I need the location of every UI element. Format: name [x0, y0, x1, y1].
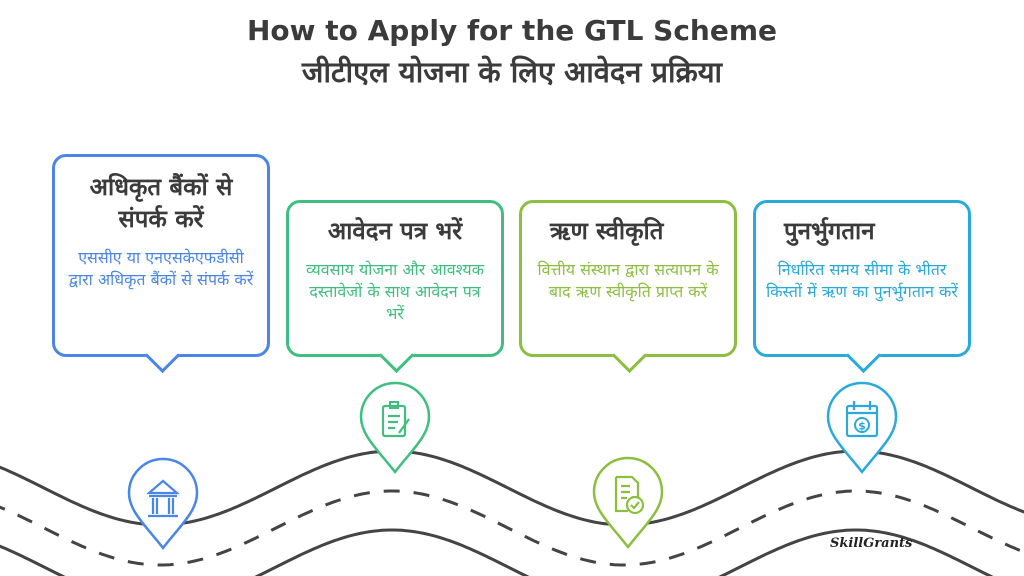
- location-pin: [127, 457, 199, 551]
- step-body: निर्धारित समय सीमा के भीतर किस्तों में ऋ…: [766, 260, 958, 301]
- title-hindi: जीटीएल योजना के लिए आवेदन प्रक्रिया: [301, 55, 723, 89]
- step-title: पुनर्भुगतान: [784, 217, 875, 245]
- step-body: वित्तीय संस्थान द्वारा सत्यापन के बाद ऋण…: [537, 260, 719, 301]
- step-body: व्यवसाय योजना और आवश्यक दस्तावेजों के सा…: [306, 260, 484, 323]
- location-pin: $: [826, 381, 898, 475]
- road-edge-bottom: [0, 528, 994, 576]
- brand-logo: SkillGrants: [830, 536, 913, 551]
- step-body: एससीए या एनएसकेएफडीसी द्वारा अधिकृत बैंक…: [68, 248, 254, 289]
- bank-icon: [146, 479, 180, 518]
- clipboard-edit-icon: [381, 401, 410, 438]
- step-card-contact-banks: अधिकृत बैंकों से संपर्क करें एससीए या एन…: [52, 154, 270, 374]
- road-center-line: [0, 489, 1024, 567]
- location-pin: [359, 381, 431, 475]
- step-card-fill-application: आवेदन पत्र भरें व्यवसाय योजना और आवश्यक …: [286, 200, 504, 374]
- title-english: How to Apply for the GTL Scheme: [246, 14, 778, 47]
- step-card-repayment: पुनर्भुगतान निर्धारित समय सीमा के भीतर क…: [753, 200, 971, 374]
- step-card-loan-approval: ऋण स्वीकृति वित्तीय संस्थान द्वारा सत्या…: [519, 200, 737, 374]
- document-check-icon: [614, 475, 645, 515]
- step-title: अधिकृत बैंकों से संपर्क करें: [89, 173, 233, 233]
- calendar-dollar-icon: $: [845, 401, 879, 438]
- svg-text:$: $: [858, 420, 866, 433]
- location-pin: [592, 456, 664, 550]
- step-title: ऋण स्वीकृति: [550, 217, 664, 245]
- step-title: आवेदन पत्र भरें: [327, 217, 463, 245]
